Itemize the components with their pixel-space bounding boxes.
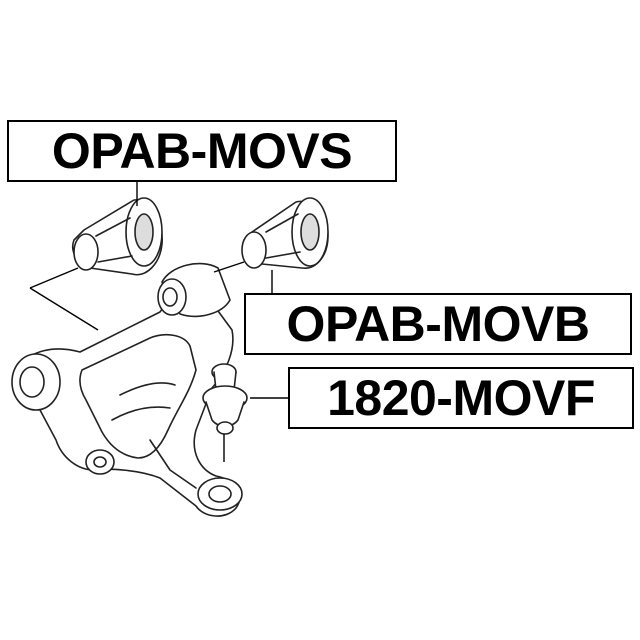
arm-eye-lower	[85, 449, 115, 475]
part-number-label-ball-joint[interactable]: 1820-MOVF	[288, 367, 634, 429]
arm-eye-left	[11, 353, 61, 411]
control-arm	[16, 294, 241, 517]
arm-bushing-housing	[157, 262, 231, 318]
ball-joint-boss	[197, 477, 243, 511]
ball-joint	[202, 363, 248, 435]
part-number-label-rear-bushing[interactable]: OPAB-MOVS	[7, 120, 397, 182]
assembly-line-left	[29, 267, 99, 331]
assembly-line-right	[213, 261, 245, 273]
front-bushing	[241, 197, 329, 269]
rear-bushing	[72, 197, 163, 276]
part-number-label-front-bushing[interactable]: OPAB-MOVB	[244, 293, 632, 355]
